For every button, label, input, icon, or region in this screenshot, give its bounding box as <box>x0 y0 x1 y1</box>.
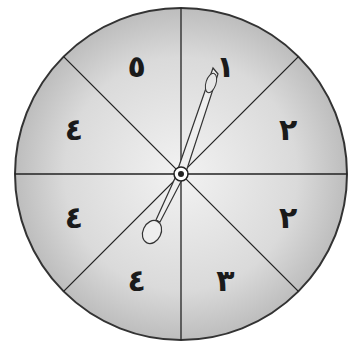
sector-number: ٢ <box>279 203 297 233</box>
sector-number: ٤ <box>127 266 145 296</box>
sector-number: ٥ <box>127 52 145 82</box>
spinner-needle <box>139 68 219 247</box>
sector-number: ٣ <box>216 266 234 296</box>
sector-number: ٢ <box>279 115 297 145</box>
sector-number: ٤ <box>65 203 83 233</box>
sector-number: ٤ <box>65 115 83 145</box>
sector-number: ١ <box>216 52 234 82</box>
